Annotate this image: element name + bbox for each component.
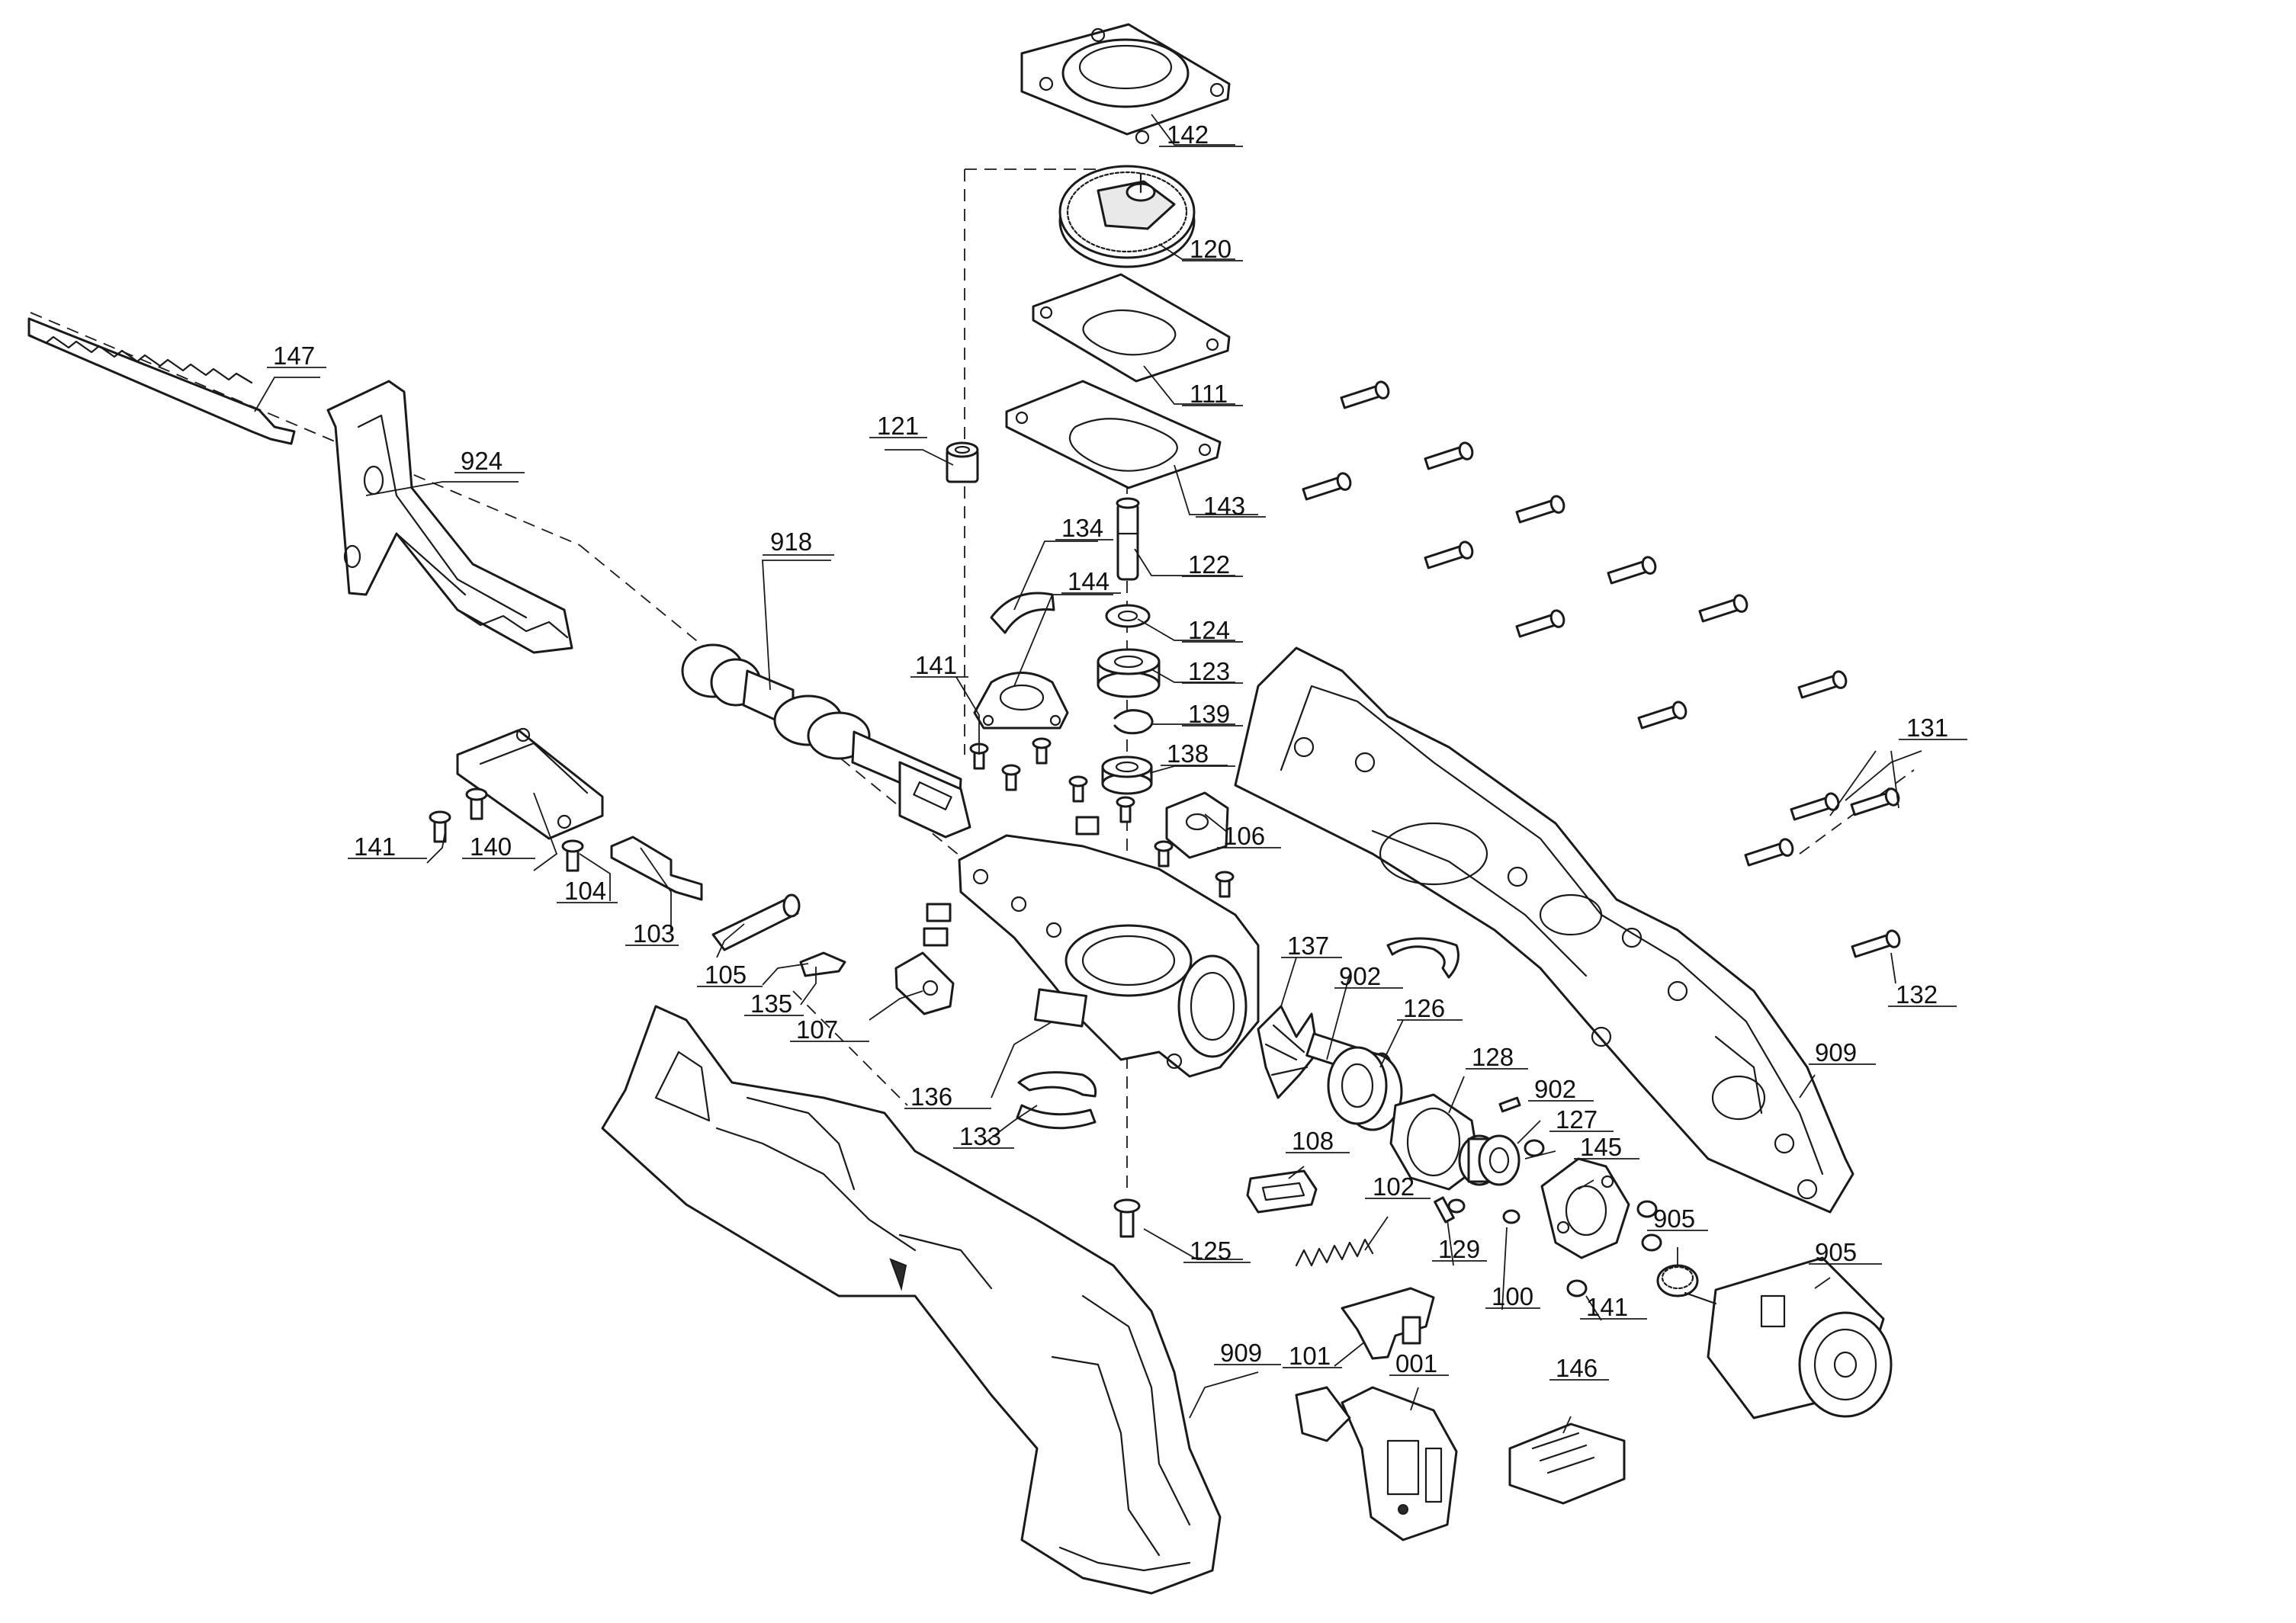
label-905-pinion: 905 <box>1653 1204 1695 1233</box>
label-135: 135 <box>750 990 792 1018</box>
label-134: 134 <box>1061 514 1103 542</box>
label-145: 145 <box>1580 1133 1622 1161</box>
part-111-gasket <box>1032 273 1231 383</box>
part-half-ring-upper <box>1386 937 1459 979</box>
part-121-bushing <box>946 441 979 483</box>
label-129: 129 <box>1438 1235 1480 1263</box>
label-122: 122 <box>1188 550 1230 579</box>
label-918: 918 <box>770 528 812 556</box>
label-909-left: 909 <box>1220 1339 1262 1367</box>
part-103-pin <box>711 893 801 951</box>
part-141-screws-left <box>429 787 584 872</box>
part-107-lock-button <box>894 951 955 1015</box>
part-132-screw <box>1851 929 1901 958</box>
part-104-bracket <box>610 836 703 901</box>
label-909-right: 909 <box>1815 1038 1857 1066</box>
part-142-top-cover <box>1020 23 1231 145</box>
label-138: 138 <box>1167 739 1209 768</box>
label-100: 100 <box>1492 1282 1533 1310</box>
part-126-bearing <box>1327 1046 1403 1131</box>
label-924: 924 <box>461 447 503 475</box>
label-146: 146 <box>1556 1354 1598 1382</box>
label-128: 128 <box>1472 1043 1514 1071</box>
part-129-screw <box>1434 1196 1455 1224</box>
part-138-bearing <box>1101 755 1153 795</box>
label-147: 147 <box>273 342 315 370</box>
part-905-pinion <box>1656 1264 1699 1297</box>
label-137: 137 <box>1287 932 1329 960</box>
label-140: 140 <box>470 832 512 861</box>
label-141-motor: 141 <box>1586 1293 1628 1321</box>
part-102-spring <box>1295 1238 1374 1267</box>
leader-lines <box>254 114 1922 1434</box>
part-124-washer <box>1105 604 1151 628</box>
label-141-top: 141 <box>915 651 957 679</box>
part-106-block <box>1165 791 1229 859</box>
part-134-half-ring <box>990 592 1055 634</box>
part-131-screws <box>1302 380 1900 867</box>
label-120: 120 <box>1190 235 1231 263</box>
label-103: 103 <box>633 919 675 948</box>
part-902-screw <box>1498 1096 1545 1157</box>
label-121: 121 <box>877 412 919 440</box>
label-102: 102 <box>1373 1172 1415 1201</box>
label-123: 123 <box>1188 657 1230 685</box>
label-127: 127 <box>1556 1105 1598 1134</box>
label-106: 106 <box>1223 822 1265 850</box>
label-001: 001 <box>1395 1349 1437 1378</box>
part-101-switch-cover <box>1341 1287 1435 1360</box>
label-107: 107 <box>796 1015 838 1044</box>
label-144: 144 <box>1068 567 1109 595</box>
part-135-spring-clip <box>799 951 846 977</box>
part-905-motor <box>1684 1256 1893 1419</box>
callout-labels: 142 120 111 143 121 147 924 918 134 144 … <box>267 120 1967 1382</box>
part-146-terminal-block <box>1508 1423 1626 1505</box>
label-105: 105 <box>705 961 747 989</box>
label-136: 136 <box>910 1083 952 1111</box>
gearbox-screws <box>923 737 1235 947</box>
part-909-housing-right <box>1234 646 1854 1214</box>
label-108: 108 <box>1292 1127 1334 1155</box>
label-902-right: 902 <box>1534 1075 1576 1103</box>
part-gearbox-housing <box>958 834 1260 1078</box>
part-918-plunger <box>681 643 971 839</box>
part-143-plate <box>1005 380 1222 489</box>
part-909-housing-left <box>601 1005 1222 1595</box>
label-143: 143 <box>1203 492 1245 520</box>
part-125-screw <box>1113 1198 1141 1238</box>
label-902-top: 902 <box>1339 962 1381 990</box>
label-139: 139 <box>1188 700 1230 728</box>
part-924-shoe <box>326 380 573 654</box>
label-133: 133 <box>959 1122 1001 1150</box>
motor-small-screws <box>1447 1198 1662 1297</box>
part-147-blade <box>27 317 296 445</box>
part-139-circlip <box>1113 709 1154 735</box>
label-101: 101 <box>1289 1342 1331 1370</box>
part-144-bracket <box>973 672 1069 730</box>
label-111: 111 <box>1190 380 1228 408</box>
part-001-trigger-switch <box>1295 1386 1458 1541</box>
part-108-pad <box>1246 1169 1318 1214</box>
part-120-gear <box>1058 165 1196 268</box>
label-905-motor: 905 <box>1815 1238 1857 1266</box>
label-142: 142 <box>1167 120 1209 149</box>
label-141-left: 141 <box>354 832 396 861</box>
label-132: 132 <box>1896 980 1938 1009</box>
part-127-commutator <box>1458 1134 1520 1186</box>
part-122-shaft <box>1116 497 1140 581</box>
label-126: 126 <box>1403 994 1445 1022</box>
label-125: 125 <box>1190 1236 1231 1265</box>
part-133-half-ring <box>1016 1071 1097 1130</box>
label-104: 104 <box>564 877 606 905</box>
label-131: 131 <box>1906 714 1948 742</box>
part-145-brush-holder <box>1540 1157 1630 1259</box>
part-136-block <box>1034 988 1087 1028</box>
part-123-bearing <box>1097 648 1161 698</box>
part-140-clamp-plate <box>456 727 604 840</box>
label-124: 124 <box>1188 616 1230 644</box>
